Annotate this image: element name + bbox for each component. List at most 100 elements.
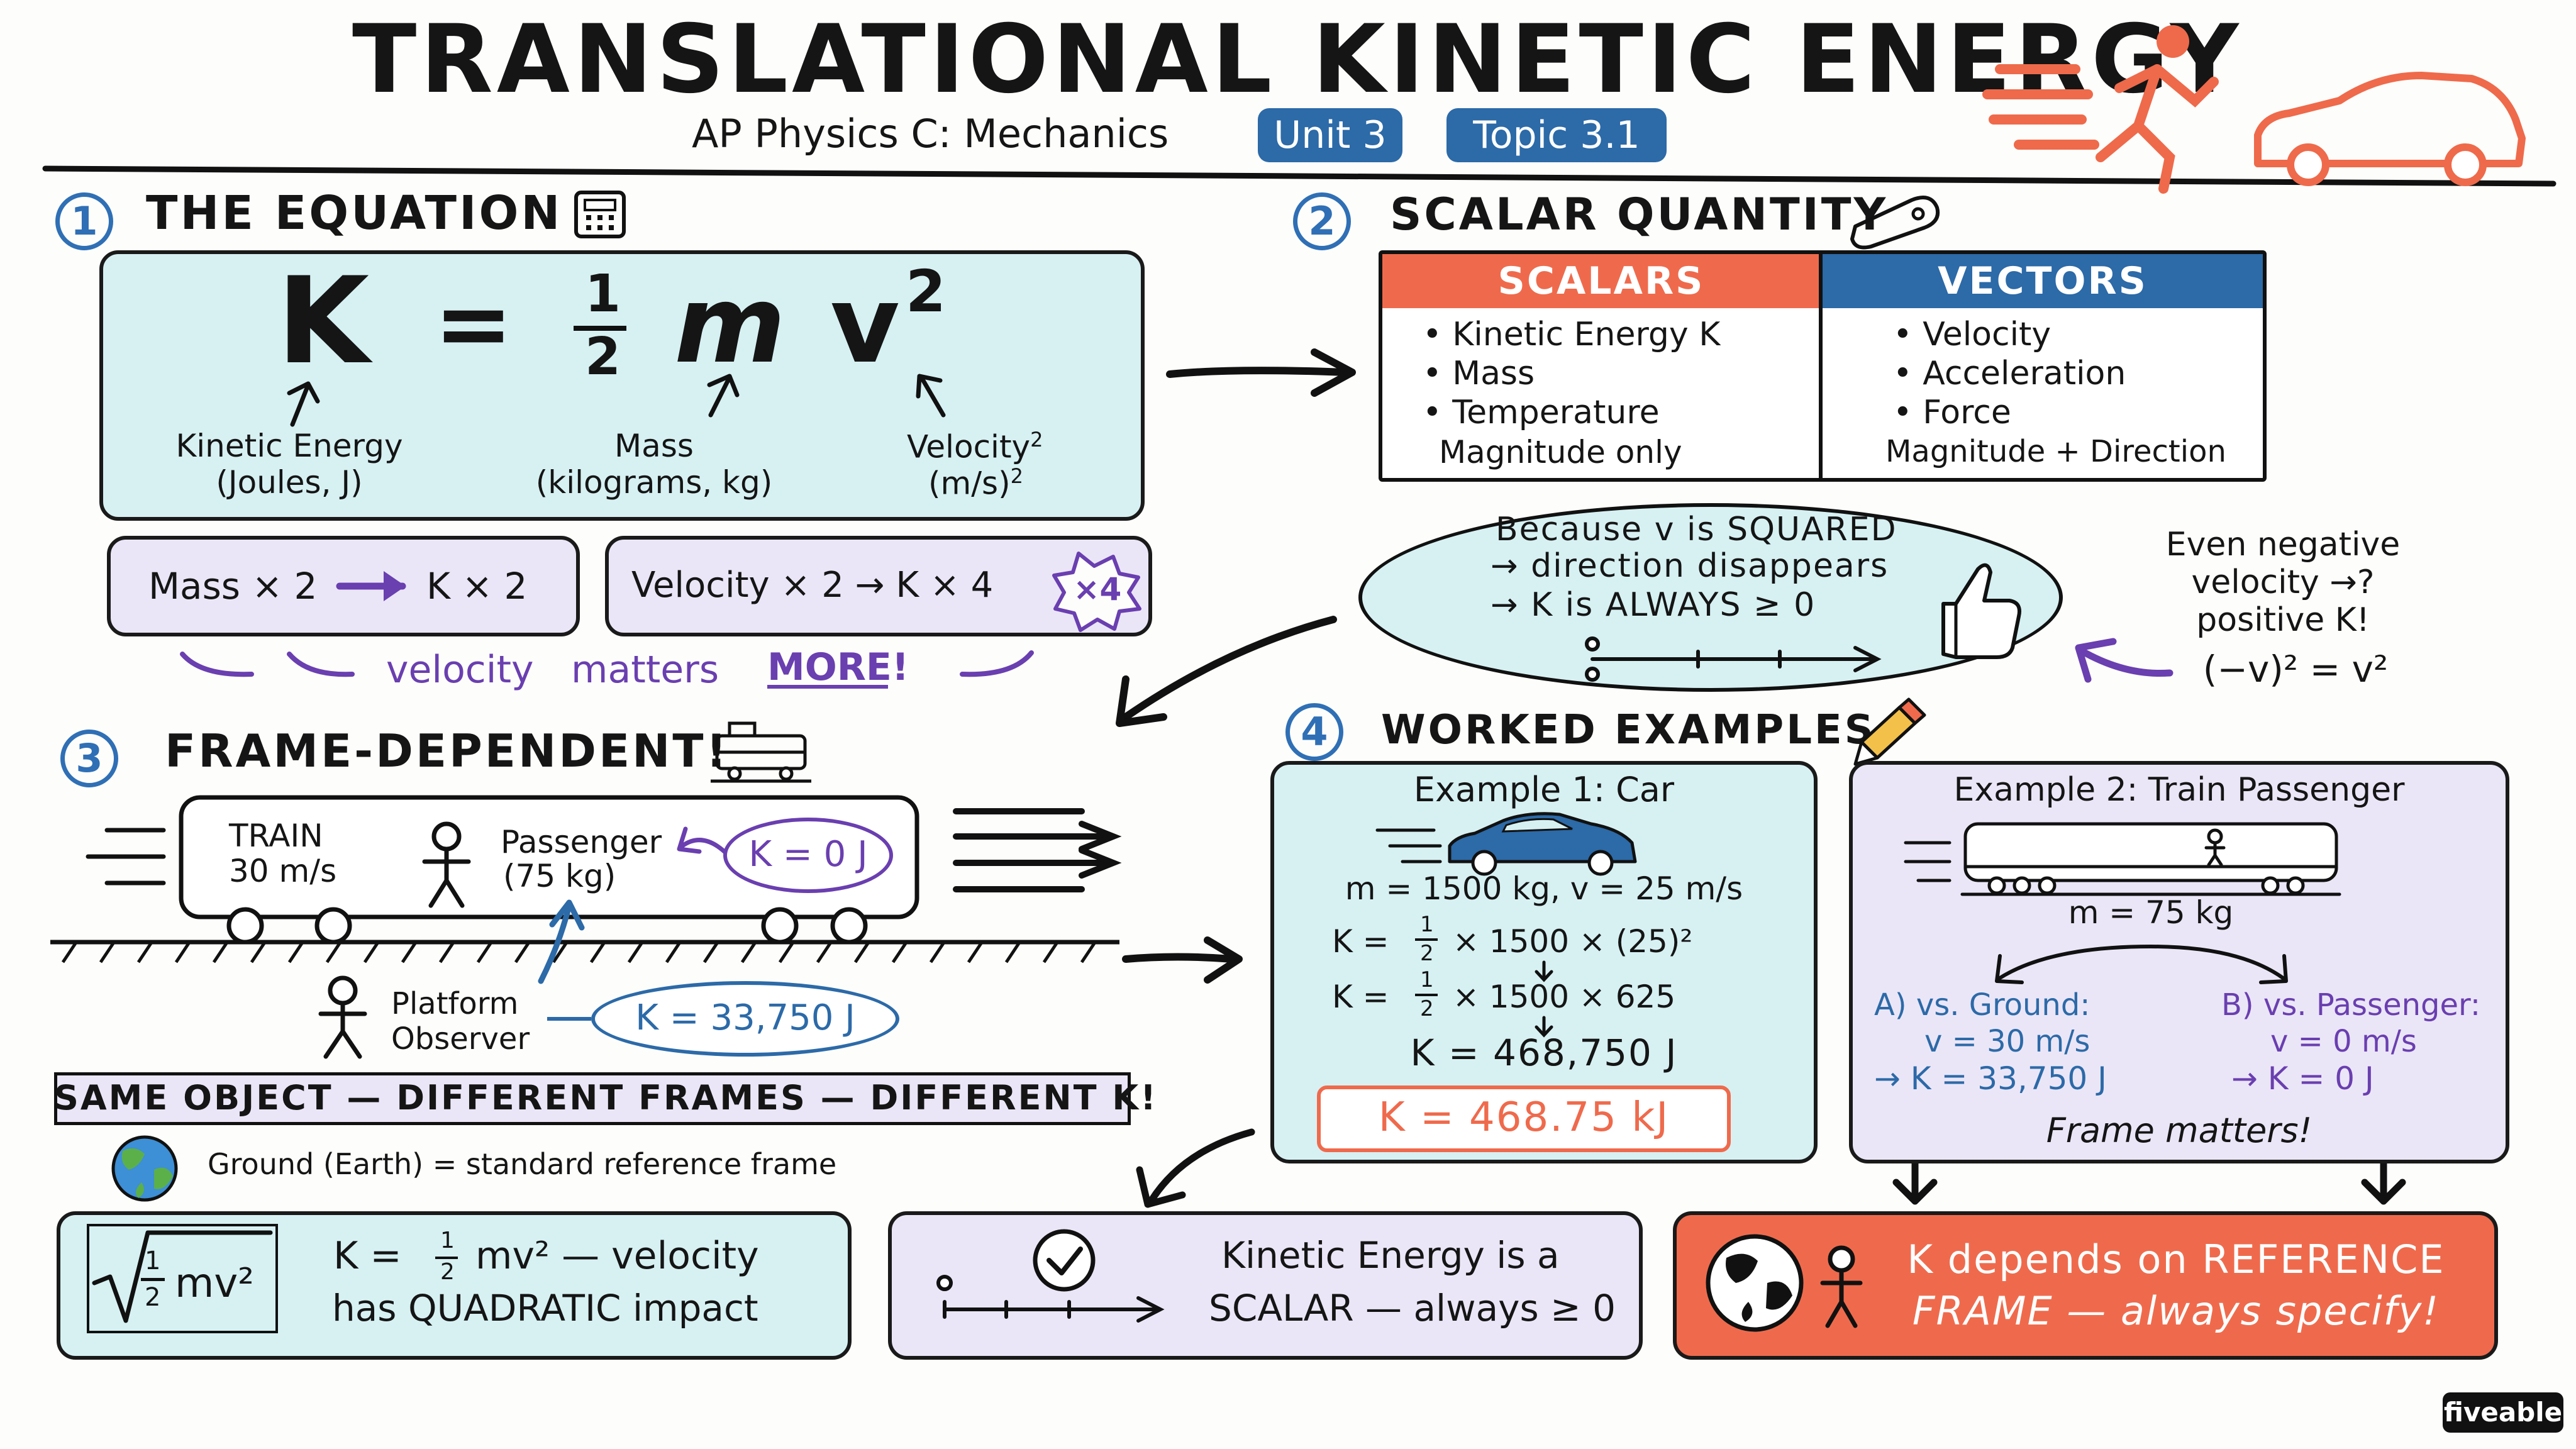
label-kinetic-energy: Kinetic Energy <box>175 428 403 464</box>
topic-badge: Topic 3.1 <box>1446 108 1667 162</box>
example-1-line-4: K = 468,750 J <box>1410 1031 1678 1074</box>
runner-icon <box>1982 25 2219 194</box>
summary-card3-line2: FRAME — always specify! <box>1912 1288 2440 1334</box>
observer-label-1: Platform <box>391 986 519 1021</box>
summary-card-quadratic <box>57 1211 852 1360</box>
vector-item-force: • Force <box>1893 394 2011 431</box>
arrow-to-summary-2 <box>1147 1128 1255 1205</box>
summary-card3-line1: K depends on REFERENCE <box>1907 1236 2445 1282</box>
summary-card-frame <box>1673 1211 2498 1360</box>
passenger-k-oval <box>723 818 893 893</box>
page-title: TRANSLATIONAL KINETIC ENERGY <box>352 5 2243 114</box>
train-label-2: 30 m/s <box>229 853 337 889</box>
scalar-item-mass: • Mass <box>1423 355 1535 392</box>
unit-badge: Unit 3 <box>1258 108 1402 162</box>
note-velocity: velocity <box>386 648 534 692</box>
example-1-line-2-pre: K = <box>1332 923 1389 960</box>
ground-note: Ground (Earth) = standard reference fram… <box>208 1147 837 1181</box>
label-mass: Mass <box>614 428 694 464</box>
scalars-header: SCALARS <box>1382 254 1820 308</box>
summary-card1-frac-num: 1 <box>440 1228 455 1253</box>
example-2-footer: Frame matters! <box>2046 1111 2312 1150</box>
observer-figure <box>318 975 367 1059</box>
eq-v: v <box>830 263 900 387</box>
train-label-1: TRAIN <box>229 818 323 854</box>
example-1-line-1: m = 1500 kg, v = 25 m/s <box>1345 870 1743 907</box>
summary-root-expr: mv² <box>175 1260 254 1307</box>
passenger-label-2: (75 kg) <box>503 858 616 894</box>
summary-card-scalar <box>888 1211 1643 1360</box>
note-more: MORE! <box>767 645 909 689</box>
section-4-title: WORKED EXAMPLES <box>1381 707 1876 753</box>
example-1-line-2-frac-den: 2 <box>1420 941 1434 966</box>
passenger-figure <box>422 821 471 908</box>
example-1-line-3-frac-num: 1 <box>1420 967 1434 992</box>
arrow-scalar-to-frame <box>1122 616 1337 721</box>
summary-card2-line2: SCALAR — always ≥ 0 <box>1209 1287 1616 1330</box>
example-1-line-3-frac-bar <box>1415 994 1438 996</box>
example-2-title: Example 2: Train Passenger <box>1953 771 2405 809</box>
velocity-effect: Velocity × 2 → K × 4 <box>631 565 994 606</box>
frames-banner <box>54 1072 1131 1125</box>
burst-label: ×4 <box>1073 571 1122 608</box>
example-2-a-title: A) vs. Ground: <box>1874 987 2090 1023</box>
equation-box <box>99 250 1145 521</box>
summary-root-den: 2 <box>145 1283 161 1312</box>
label-joules: (Joules, J) <box>216 464 363 501</box>
oval-line-2: → direction disappears <box>1491 547 1889 585</box>
example-2-box <box>1849 761 2509 1163</box>
table-divider <box>1819 254 1823 478</box>
example-2-b-v: v = 0 m/s <box>2270 1024 2417 1059</box>
eq-frac-num: 1 <box>585 264 621 324</box>
summary-card2-line1: Kinetic Energy is a <box>1221 1234 1560 1277</box>
section-4-number: 4 <box>1285 703 1343 761</box>
side-note-1: Even negative <box>2165 526 2401 564</box>
vector-item-acceleration: • Acceleration <box>1893 355 2126 392</box>
eq-exponent: 2 <box>906 258 947 325</box>
summary-card1-line2: has QUADRATIC impact <box>332 1287 758 1330</box>
example-1-title: Example 1: Car <box>1413 770 1675 809</box>
summary-root-bar <box>141 1278 165 1281</box>
example-1-line-3-pre: K = <box>1332 979 1389 1015</box>
eq-m: m <box>674 263 786 387</box>
scalar-item-temperature: • Temperature <box>1423 394 1660 431</box>
example-2-mass: m = 75 kg <box>2068 894 2234 931</box>
page-subtitle: AP Physics C: Mechanics <box>692 111 1169 157</box>
example-2-b-title: B) vs. Passenger: <box>2221 987 2481 1023</box>
passenger-label-1: Passenger <box>501 824 662 860</box>
example-2-a-k: → K = 33,750 J <box>1874 1060 2107 1097</box>
vector-item-velocity: • Velocity <box>1893 316 2051 353</box>
car-header-icon <box>2254 72 2526 186</box>
summary-root-num: 1 <box>145 1246 161 1275</box>
arrow-frame-to-examples <box>1122 953 1236 963</box>
side-note-2: velocity →? <box>2191 564 2375 601</box>
label-velocity-units: (m/s)2 <box>928 464 1023 502</box>
oval-line-1: Because v is SQUARED <box>1496 511 1897 548</box>
vectors-header: VECTORS <box>1823 254 2263 308</box>
section-1-title: THE EQUATION <box>146 186 563 240</box>
example-1-line-3-frac-den: 2 <box>1420 996 1434 1021</box>
side-note-4: (−v)² = v² <box>2202 648 2389 691</box>
example-2-a-v: v = 30 m/s <box>1924 1024 2090 1059</box>
section-1-number: 1 <box>55 192 113 250</box>
observer-label-2: Observer <box>391 1021 530 1057</box>
oval-line-3: → K is ALWAYS ≥ 0 <box>1491 586 1816 624</box>
brand-logo: fiveable <box>2443 1392 2563 1433</box>
scalar-footer: Magnitude only <box>1439 434 1682 470</box>
summary-card1-line1-pre: K = <box>333 1234 402 1278</box>
eq-frac-den: 2 <box>585 327 621 387</box>
